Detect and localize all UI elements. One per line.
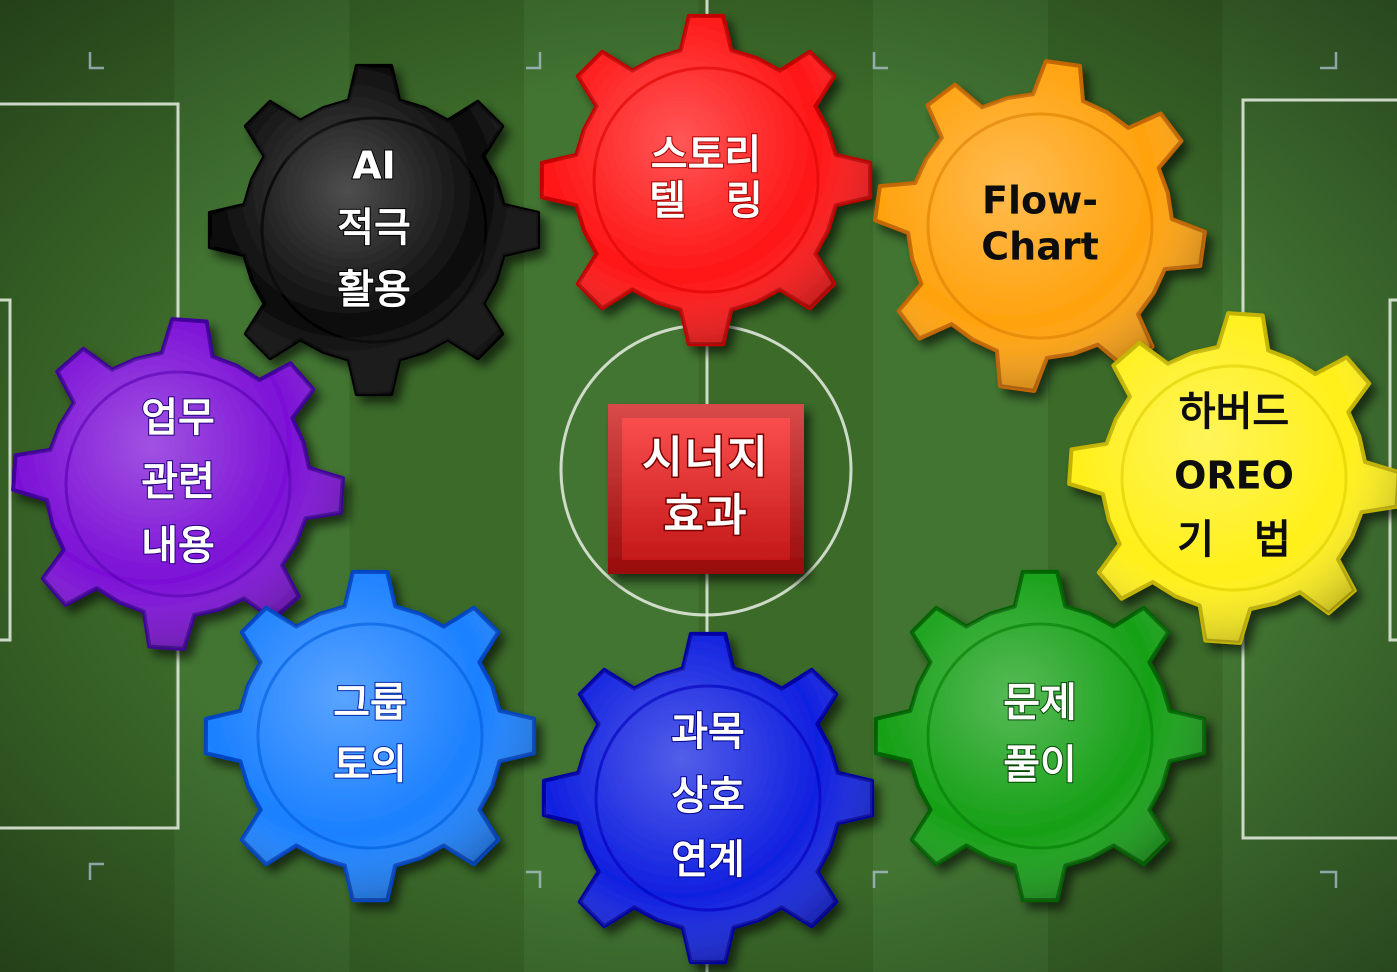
gear-gloss bbox=[543, 633, 873, 963]
gear-label-line: Chart bbox=[981, 225, 1099, 269]
gear-inner-ring bbox=[256, 622, 484, 850]
gear-label-line: Flow- bbox=[982, 179, 1098, 223]
gear-label-line: 업무 bbox=[141, 395, 215, 441]
center-label-line-1: 시너지 bbox=[642, 432, 769, 483]
gear-label-line: 관련 bbox=[141, 459, 215, 505]
gear-label-line: 활용 bbox=[337, 267, 411, 313]
gear-inner-ring bbox=[926, 112, 1154, 340]
gear-label-line: 토의 bbox=[333, 742, 407, 788]
gear-harvard-oreo: 하버드 OREO 기 법 bbox=[1067, 311, 1397, 645]
gear-gloss bbox=[205, 571, 535, 901]
gear-inner-ring bbox=[926, 622, 1154, 850]
gear-label-line: 문제 bbox=[1003, 680, 1077, 726]
gear-gloss bbox=[541, 15, 871, 345]
gear-label-line: OREO bbox=[1174, 454, 1294, 498]
gear-label-line: 과목 bbox=[671, 709, 745, 755]
gear-label-line: 풀이 bbox=[1003, 742, 1077, 788]
gear-gloss bbox=[875, 571, 1205, 901]
gear-gloss bbox=[13, 319, 343, 649]
corner-marks bbox=[88, 52, 1338, 888]
gear-label-line: 내용 bbox=[141, 523, 215, 569]
gear-inner-ring bbox=[594, 684, 822, 912]
gear-label-line: 텔 링 bbox=[649, 178, 763, 224]
center-synergy-box: 시너지 효과 bbox=[608, 404, 804, 574]
gear-gloss bbox=[875, 61, 1205, 391]
gear-label-line: 연계 bbox=[671, 837, 745, 883]
gear-label-line: 기 법 bbox=[1177, 517, 1291, 563]
gear-label-line: 그룹 bbox=[333, 680, 407, 726]
gear-label-line: 스토리 bbox=[651, 132, 761, 178]
gear-label-line: 상호 bbox=[671, 773, 745, 819]
gear-flowchart: Flow-Chart bbox=[873, 59, 1207, 393]
gear-inner-ring bbox=[64, 370, 292, 598]
gear-gloss bbox=[209, 65, 539, 395]
center-box-shade bbox=[608, 404, 804, 574]
gear-gloss bbox=[1069, 313, 1397, 643]
center-label-line-2: 효과 bbox=[664, 490, 749, 541]
gear-label-line: AI bbox=[352, 144, 396, 188]
gear-label-line: 적극 bbox=[337, 205, 411, 251]
gear-inner-ring bbox=[1120, 364, 1348, 592]
gear-label-line: 하버드 bbox=[1179, 389, 1289, 435]
gear-inner-ring bbox=[260, 116, 488, 344]
gear-inner-ring bbox=[592, 66, 820, 294]
